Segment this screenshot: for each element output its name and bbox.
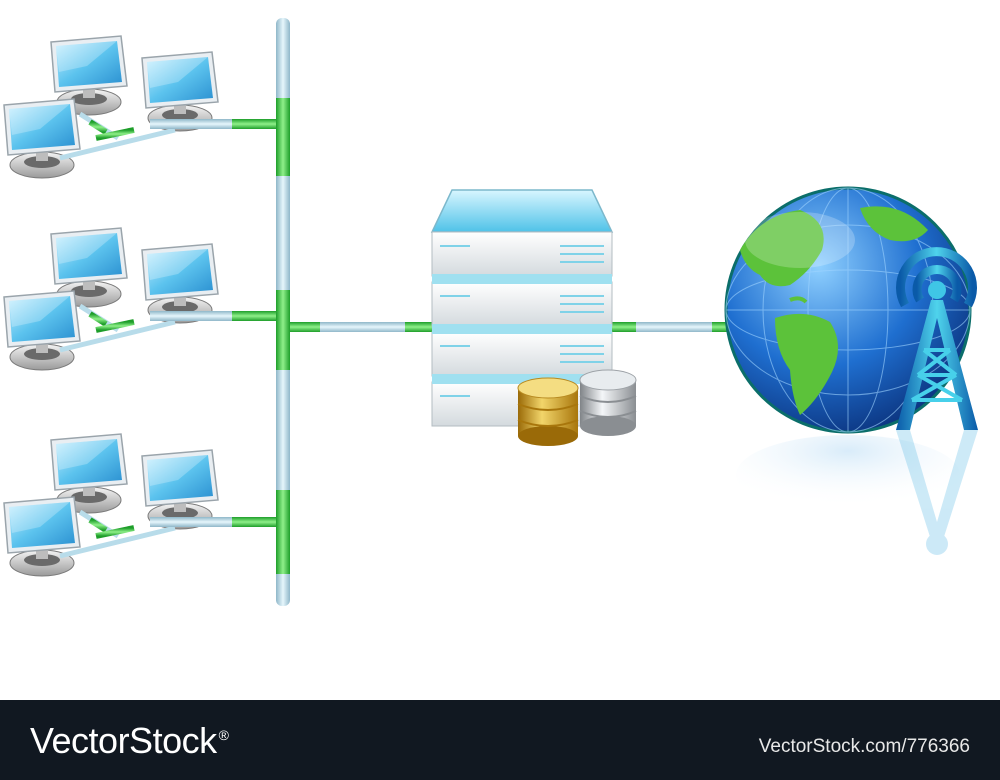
network-diagram — [0, 18, 978, 606]
server-rack-icon — [430, 189, 614, 427]
brand-name: VectorStock — [30, 720, 217, 761]
database-gold-icon — [517, 377, 579, 446]
computer-cluster-bottom — [4, 434, 276, 576]
registered-mark: ® — [218, 727, 229, 743]
computer-cluster-top — [4, 36, 276, 178]
antenna-tower-icon — [896, 247, 978, 555]
image-reference: VectorStock.com/776366 — [758, 736, 970, 757]
brand-logo: VectorStock® — [30, 720, 229, 762]
network-bus — [276, 18, 736, 606]
computer-cluster-middle — [4, 228, 276, 370]
footer-bar: VectorStock® VectorStock.com/776366 — [0, 700, 1000, 780]
globe-icon — [724, 186, 972, 515]
database-silver-icon — [579, 369, 637, 436]
